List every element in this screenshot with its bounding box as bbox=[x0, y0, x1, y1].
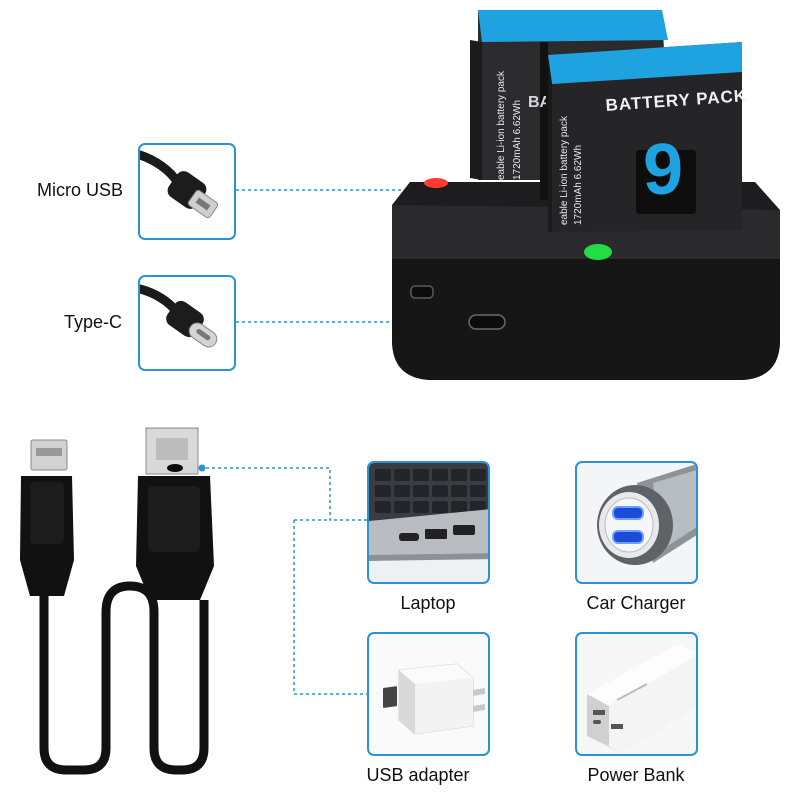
red-led bbox=[424, 178, 448, 188]
power-bank-callout bbox=[575, 632, 698, 756]
laptop-icon bbox=[369, 463, 488, 561]
micro-usb-callout bbox=[138, 143, 236, 240]
power-bank-micro-port bbox=[593, 720, 601, 724]
laptop-usb-c-port bbox=[399, 533, 419, 541]
laptop-label: Laptop bbox=[400, 593, 456, 613]
power-bank-icon bbox=[587, 644, 696, 754]
power-bank-usb-port-2 bbox=[611, 724, 623, 729]
type-c-port bbox=[468, 314, 506, 330]
usb-adapter-icon bbox=[383, 663, 485, 735]
back-battery-cap bbox=[478, 10, 668, 42]
power-bank-label: Power Bank bbox=[587, 765, 685, 785]
usb-a-indicator-dot bbox=[198, 464, 206, 472]
micro-usb-label: Micro USB bbox=[37, 180, 124, 200]
cable-to-laptop-leader-line bbox=[206, 467, 370, 521]
cable bbox=[39, 581, 209, 775]
back-battery-label: BATTERY PACK bbox=[528, 94, 546, 111]
car-charger-usb-port-2 bbox=[612, 530, 644, 544]
laptop-hdmi-port bbox=[453, 525, 475, 535]
usb-adapter-callout bbox=[367, 632, 490, 756]
power-bank-usb-port-1 bbox=[593, 710, 605, 715]
type-c-plug-icon bbox=[140, 284, 218, 348]
cable-to-adapter-leader-line bbox=[293, 520, 368, 695]
usb-adapter-label: USB adapter bbox=[366, 765, 470, 785]
green-led bbox=[584, 244, 612, 260]
micro-usb-plug-icon bbox=[140, 150, 219, 219]
front-battery-cap bbox=[548, 42, 742, 84]
car-charger-callout bbox=[575, 461, 698, 584]
car-charger-usb-port-1 bbox=[612, 506, 644, 520]
laptop-usb-port bbox=[425, 529, 447, 539]
car-charger-label: Car Charger bbox=[586, 593, 686, 613]
laptop-callout bbox=[367, 461, 490, 584]
front-battery-model-digit: 9 bbox=[643, 130, 684, 210]
micro-usb-port bbox=[410, 285, 434, 299]
usb-adapter-port bbox=[383, 686, 397, 708]
type-c-label: Type-C bbox=[64, 312, 123, 332]
type-c-callout bbox=[138, 275, 236, 371]
car-charger-icon bbox=[597, 464, 696, 565]
